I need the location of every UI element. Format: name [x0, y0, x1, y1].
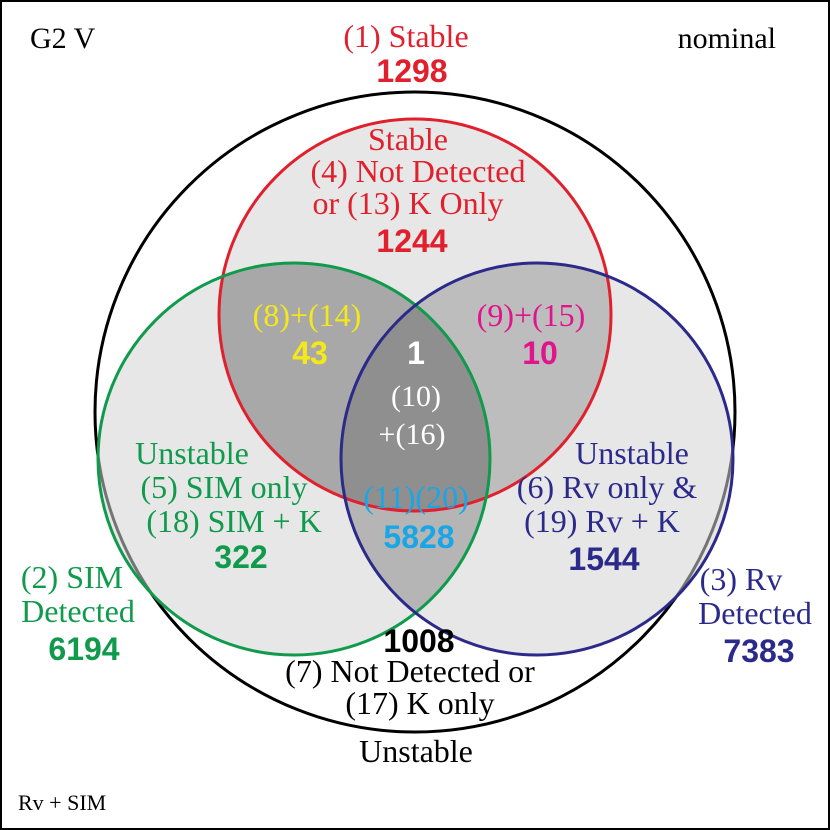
- stable-header-label: (1) Stable: [343, 18, 468, 54]
- stable-only-count: 1244: [376, 223, 447, 259]
- outer-count: 1008: [383, 623, 454, 659]
- stable-sim-count: 43: [292, 335, 328, 371]
- center-line1: (10): [391, 380, 441, 413]
- stable-circle-outline: [217, 117, 613, 513]
- label-nominal: nominal: [678, 22, 776, 55]
- rv-only-count: 1544: [568, 541, 639, 577]
- rv-only-line1: Unstable: [575, 435, 689, 471]
- rv-header-count: 7383: [723, 633, 794, 669]
- outer-circle-unstable: [93, 90, 737, 734]
- outer-line2: (17) K only: [345, 685, 494, 721]
- rv-only-line2: (6) Rv only &: [517, 469, 698, 505]
- sim-circle-outline: [96, 261, 492, 657]
- title-g2v: G2 V: [30, 22, 96, 55]
- stable-sim-label: (8)+(14): [253, 297, 362, 333]
- sim-header-line1: (2) SIM: [21, 559, 123, 595]
- rv-circle-outline: [339, 261, 735, 657]
- center-count: 1: [407, 335, 425, 371]
- stable-only-line2: (4) Not Detected: [310, 153, 525, 189]
- sim-header-line2: Detected: [21, 593, 135, 629]
- outer-line1: (7) Not Detected or: [285, 653, 535, 689]
- label-rv-sim: Rv + SIM: [18, 790, 106, 815]
- sim-only-count: 322: [214, 539, 267, 575]
- stable-header-count: 1298: [376, 53, 447, 89]
- sim-rv-label: (11)(20): [363, 479, 468, 515]
- rv-header-line1: (3) Rv: [700, 561, 783, 597]
- sim-header-count: 6194: [48, 631, 119, 667]
- sim-only-line3: (18) SIM + K: [146, 503, 321, 539]
- center-line2: +(16): [379, 418, 446, 451]
- sim-only-line1: Unstable: [135, 435, 249, 471]
- triple-overlap: [341, 263, 490, 511]
- outer-line3: Unstable: [359, 733, 473, 769]
- sim-only-line2: (5) SIM only: [140, 469, 307, 505]
- stable-rv-count: 10: [522, 335, 558, 371]
- rv-only-line3: (19) Rv + K: [524, 503, 680, 539]
- stable-rv-label: (9)+(15): [477, 297, 586, 333]
- stable-only-line1: Stable: [368, 121, 448, 157]
- rv-header-line2: Detected: [698, 595, 812, 631]
- stable-only-line3: or (13) K Only: [312, 185, 503, 221]
- sim-rv-count: 5828: [383, 519, 454, 555]
